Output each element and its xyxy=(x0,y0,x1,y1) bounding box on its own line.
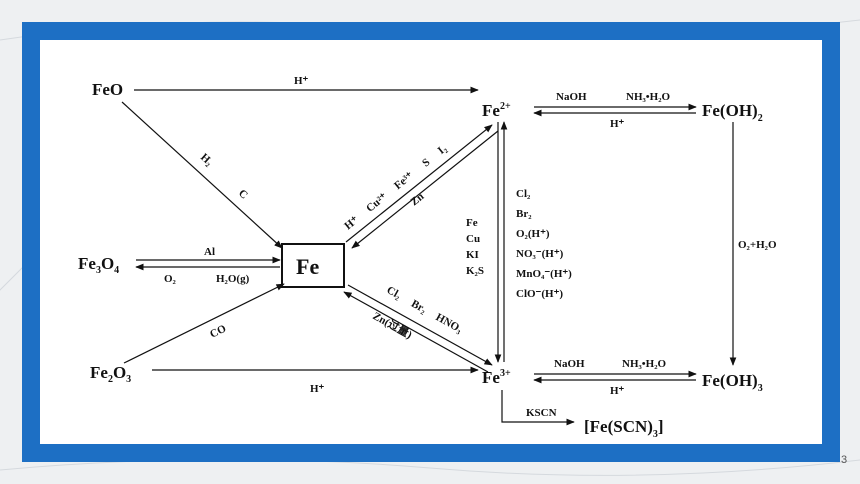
arrow-fe-fe2 xyxy=(345,124,493,243)
label-feoh2-fe2: H⁺ xyxy=(610,118,625,130)
label-fe3-feoh3-nh3: NH₃•H₂O xyxy=(622,358,667,370)
node-fe2o3: Fe2O3 xyxy=(90,363,131,385)
label-fe3-fe2-0: Fe xyxy=(466,217,478,229)
arrow-feo-fe xyxy=(121,101,283,249)
arrow-fe2o3-fe xyxy=(123,283,285,364)
label-feoh2-feoh3: O₂+H₂O xyxy=(738,239,777,251)
arrow-fe-fe3 xyxy=(347,284,493,366)
label-fe2-fe3-0: Cl₂ xyxy=(516,188,531,200)
fe-box xyxy=(281,243,345,288)
label-feo-fe-c: C xyxy=(236,187,250,201)
label-group-fe3-fe2: Fe Cu KI K₂S xyxy=(466,217,484,277)
label-feo-fe2: H⁺ xyxy=(294,75,309,87)
node-feoh2: Fe(OH)2 xyxy=(702,101,763,124)
label-fe-fe3o4-h2o: H₂O(g) xyxy=(216,273,250,285)
label-fe-fe3-0: Cl₂ xyxy=(385,284,404,302)
node-fe: Fe xyxy=(296,254,319,279)
node-fe2plus: Fe2+ xyxy=(482,101,511,120)
label-fe-fe3-1: Br₂ xyxy=(409,298,429,316)
label-fe2-fe3-3: NO₃⁻(H⁺) xyxy=(516,248,564,260)
label-fe-fe2-3: S xyxy=(420,156,432,169)
label-fe2o3-fe3: H⁺ xyxy=(310,383,325,395)
node-feoh3: Fe(OH)3 xyxy=(702,371,763,394)
node-feo: FeO xyxy=(92,80,123,99)
page-number: 3 xyxy=(841,454,848,466)
arrow-fe2-fe xyxy=(351,130,499,249)
node-fe3plus: Fe3+ xyxy=(482,368,511,387)
label-fe3-fe-zn: Zn(过量) xyxy=(371,308,415,341)
iron-conversion-diagram: FeO Fe3O4 Fe2O3 Fe Fe2+ Fe3+ Fe(OH)2 Fe(… xyxy=(78,75,777,440)
label-fe2o3-fe: CO xyxy=(208,322,228,340)
arrow-fe3-fescn xyxy=(501,390,575,426)
label-fe2-feoh2-nh3: NH₃•H₂O xyxy=(626,91,671,103)
label-fe3-fe2-2: KI xyxy=(466,249,479,261)
diagram-panel: FeO Fe3O4 Fe2O3 Fe Fe2+ Fe3+ Fe(OH)2 Fe(… xyxy=(40,40,822,444)
label-fe2-fe-zn: Zn xyxy=(408,191,426,209)
node-fescn3: [Fe(SCN)3] xyxy=(584,417,664,440)
label-fe3-fe2-1: Cu xyxy=(466,233,480,245)
label-fe3-feoh3-naoh: NaOH xyxy=(554,358,585,370)
label-fe2-fe3-4: MnO₄⁻(H⁺) xyxy=(516,268,572,280)
arrow-fe3-fe xyxy=(343,291,489,373)
label-fe-fe3o4-o2: O₂ xyxy=(164,273,177,285)
label-feoh3-fe3: H⁺ xyxy=(610,385,625,397)
label-fe2-fe3-5: ClO⁻(H⁺) xyxy=(516,288,563,300)
node-fe3o4: Fe3O4 xyxy=(78,254,119,276)
label-feo-fe-h2: H₂ xyxy=(198,151,215,168)
label-fe3-fe2-3: K₂S xyxy=(466,265,484,277)
label-fe2-fe3-1: Br₂ xyxy=(516,208,532,220)
label-fe-fe3-2: HNO₃ xyxy=(434,311,465,336)
label-group-fe-fe2: H⁺ Cu²⁺ Fe³⁺ S I₂ xyxy=(342,142,449,232)
blue-frame: FeO Fe3O4 Fe2O3 Fe Fe2+ Fe3+ Fe(OH)2 Fe(… xyxy=(22,22,840,462)
label-fe-fe2-4: I₂ xyxy=(436,142,450,157)
label-fe3o4-fe: Al xyxy=(204,246,215,258)
label-fe2-fe3-2: O₂(H⁺) xyxy=(516,228,550,240)
label-fe2-feoh2-naoh: NaOH xyxy=(556,91,587,103)
label-fe-fe2-1: Cu²⁺ xyxy=(364,191,390,215)
label-group-fe2-fe3: Cl₂ Br₂ O₂(H⁺) NO₃⁻(H⁺) MnO₄⁻(H⁺) ClO⁻(H… xyxy=(516,188,572,300)
label-fe3-fescn: KSCN xyxy=(526,407,557,419)
label-fe-fe2-0: H⁺ xyxy=(342,214,361,232)
